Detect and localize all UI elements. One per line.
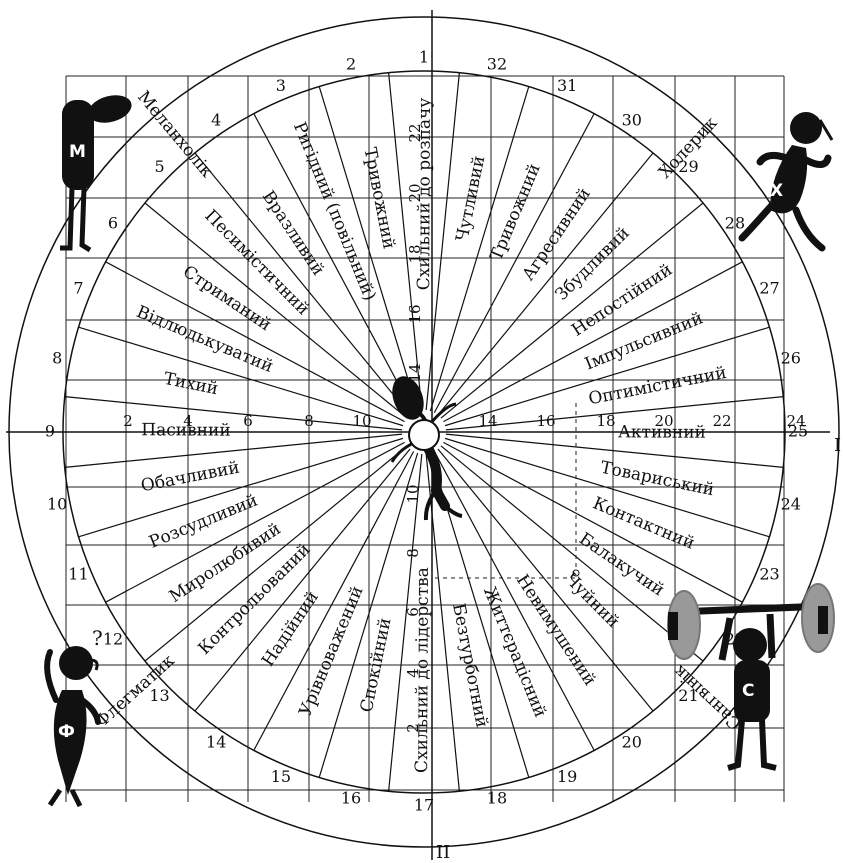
scale-label: 22 xyxy=(406,123,424,142)
sector-trait-label: Контрольований xyxy=(195,540,315,659)
sector-number: 7 xyxy=(73,278,83,297)
sector-divider xyxy=(106,442,405,602)
sector-number: 12 xyxy=(103,629,123,648)
sector-number: 23 xyxy=(759,565,779,584)
sector-number: 10 xyxy=(47,494,67,513)
sector-number: 26 xyxy=(781,349,801,368)
sector-trait-label: Чутливий xyxy=(452,154,489,243)
scale-label: 8 xyxy=(304,412,314,430)
sector-number: 24 xyxy=(781,494,801,513)
scale-label: 6 xyxy=(243,412,253,430)
temperament-label-melancholic: Меланхолік xyxy=(133,87,217,182)
axis-label-vertical: II xyxy=(436,842,450,863)
center-circle xyxy=(409,420,439,450)
sector-divider xyxy=(434,114,594,413)
sector-number: 3 xyxy=(276,76,286,95)
sector-divider xyxy=(430,87,528,411)
sector-trait-label: Обачливий xyxy=(139,458,241,497)
axis-label-horizontal: I xyxy=(834,435,841,456)
sector-number: 30 xyxy=(622,111,642,130)
scale-label: 2 xyxy=(123,412,133,430)
sector-number: 5 xyxy=(154,157,164,176)
scale-label: 20 xyxy=(654,412,673,430)
sector-number: 31 xyxy=(557,76,577,95)
choleric-figure: Х xyxy=(742,112,832,248)
sector-trait-label: Оптимістичний xyxy=(587,363,728,409)
scale-label: 22 xyxy=(712,412,731,430)
sector-number: 8 xyxy=(52,349,62,368)
scale-label: 16 xyxy=(406,304,424,323)
sector-trait-label: Товариський xyxy=(599,458,716,501)
sector-divider xyxy=(443,442,742,602)
sector-divider xyxy=(445,438,769,536)
sector-number: 9 xyxy=(45,422,55,441)
scale-label: 6 xyxy=(404,607,422,617)
svg-text:Ф: Ф xyxy=(58,722,75,742)
scale-label: 4 xyxy=(183,412,193,430)
sector-number: 15 xyxy=(271,767,291,786)
sector-number: 4 xyxy=(211,111,221,130)
scale-label: 2 xyxy=(404,723,422,733)
sector-number: 18 xyxy=(487,788,507,807)
sector-trait-label: Ригідний (повільний) xyxy=(289,119,380,303)
scale-label: 8 xyxy=(404,548,422,558)
scale-label: 20 xyxy=(406,183,424,202)
sector-number: 16 xyxy=(341,788,361,807)
sector-number: 1 xyxy=(419,48,429,67)
sector-number: 28 xyxy=(725,214,745,233)
sector-trait-label: Тихий xyxy=(162,369,220,400)
scale-label: 16 xyxy=(536,412,555,430)
sector-divider xyxy=(79,327,403,425)
sector-number: 6 xyxy=(108,214,118,233)
scale-label: 18 xyxy=(596,412,615,430)
phlegmatic-figure: ? Ф xyxy=(47,626,103,806)
sector-divider xyxy=(254,451,414,750)
scale-label: 10 xyxy=(404,484,422,503)
sector-divider xyxy=(319,87,417,411)
sector-divider xyxy=(254,114,414,413)
scale-label: 14 xyxy=(478,412,497,430)
sector-number: 32 xyxy=(487,55,507,74)
sector-number: 17 xyxy=(414,796,434,815)
scale-label: 10 xyxy=(352,412,371,430)
svg-text:Х: Х xyxy=(770,181,783,201)
sector-trait-label: Чуйний xyxy=(561,569,623,632)
question-mark: ? xyxy=(92,626,103,650)
scale-label: 4 xyxy=(404,668,422,678)
sector-number: 19 xyxy=(557,767,577,786)
svg-text:С: С xyxy=(742,681,754,701)
scale-label: 18 xyxy=(406,244,424,263)
sector-trait-label: Безтурботний xyxy=(448,602,492,729)
sector-number: 14 xyxy=(206,732,226,751)
melancholic-figure: М xyxy=(60,91,135,250)
svg-text:М: М xyxy=(69,142,86,162)
sector-divider xyxy=(79,438,403,536)
sector-number: 11 xyxy=(68,565,88,584)
sector-number: 20 xyxy=(622,732,642,751)
sector-divider xyxy=(434,451,594,750)
scale-label: 24 xyxy=(786,412,805,430)
sector-divider xyxy=(319,453,417,777)
sector-number: 2 xyxy=(346,55,356,74)
sector-number: 27 xyxy=(759,278,779,297)
